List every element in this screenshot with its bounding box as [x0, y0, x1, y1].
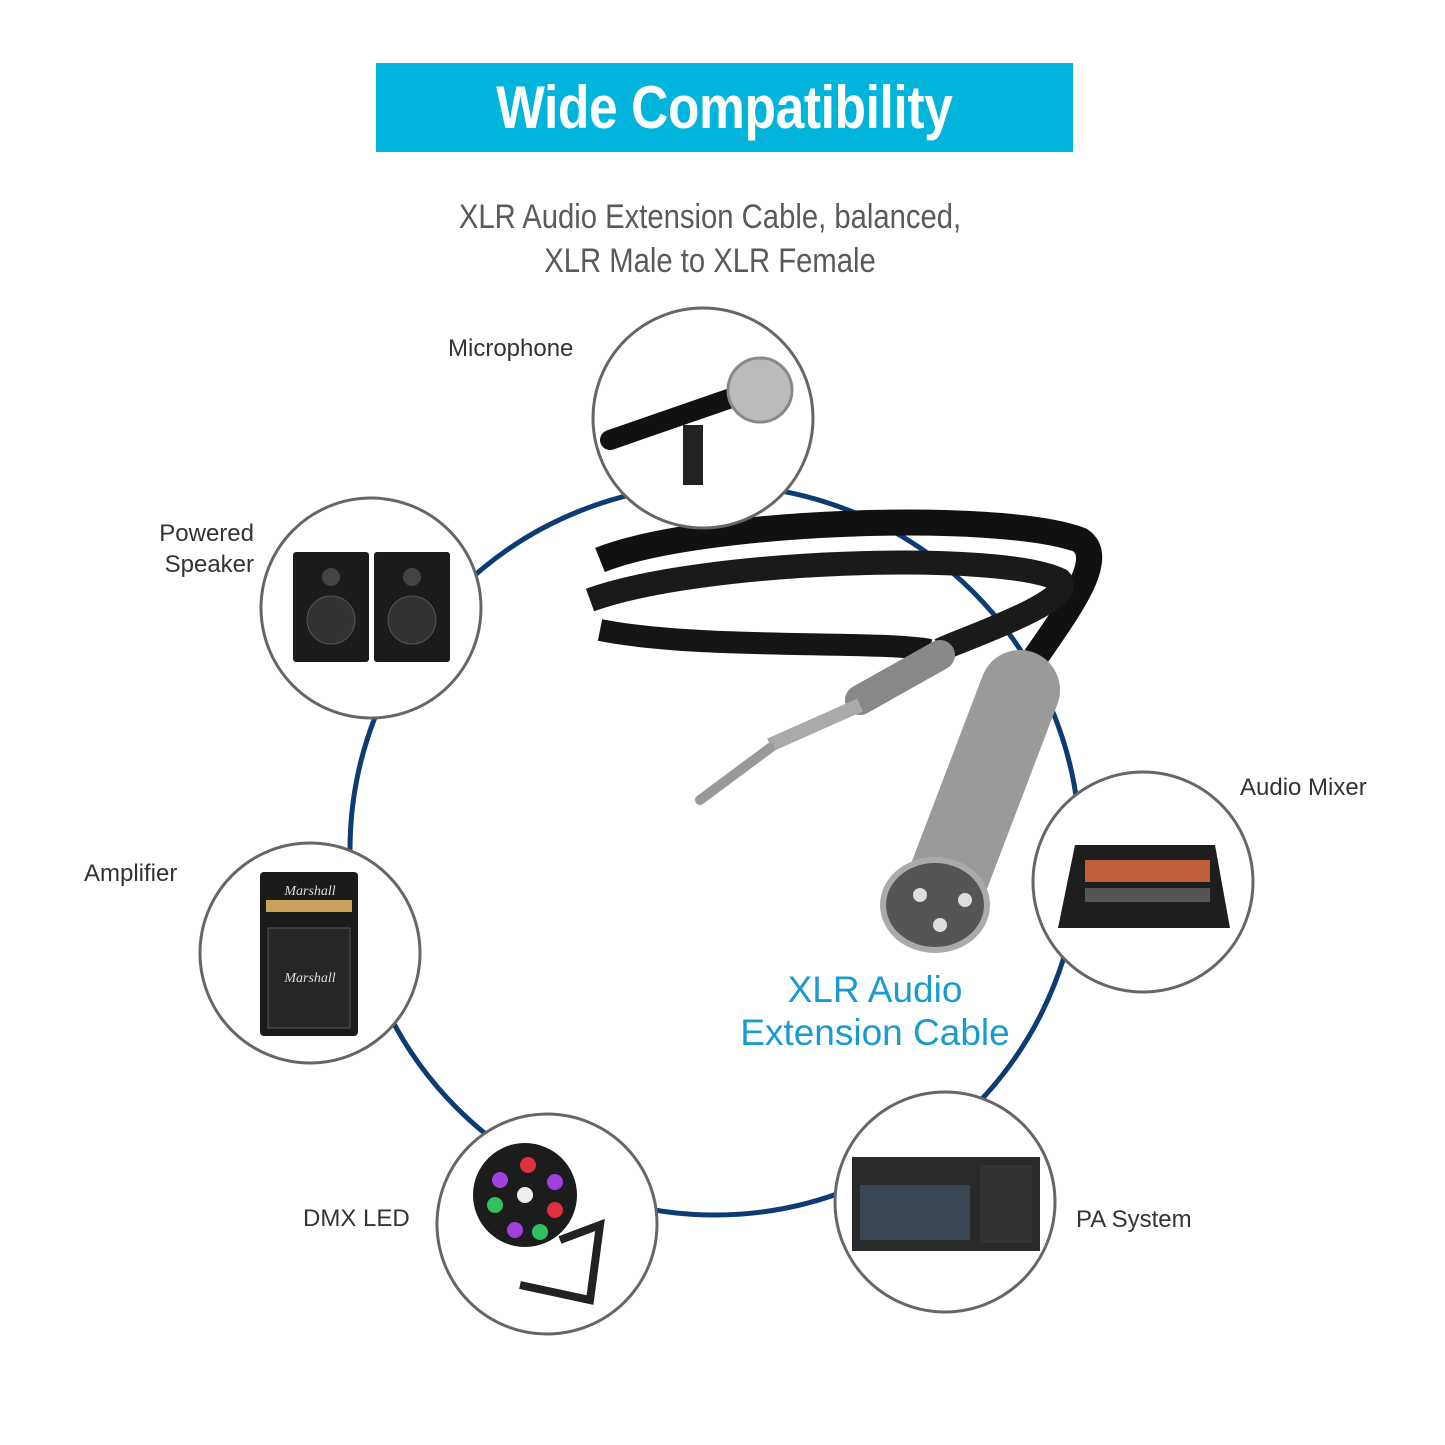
label-dmx-led: DMX LED [303, 1205, 410, 1232]
microphone-icon [600, 356, 794, 485]
label-microphone: Microphone [448, 335, 574, 362]
product-label-line-1: XLR Audio [787, 969, 963, 1010]
audio-mixer-icon [1058, 845, 1230, 928]
page-title: Wide Compatibility [496, 74, 953, 141]
label-powered-speaker-line-2: Speaker [164, 551, 254, 578]
svg-text:Marshall: Marshall [283, 884, 335, 899]
dmx-led-icon [473, 1143, 605, 1305]
svg-text:Marshall: Marshall [283, 971, 335, 986]
label-pa-system: PA System [1076, 1206, 1192, 1233]
speaker-icon [293, 552, 450, 662]
subtitle-line-1: XLR Audio Extension Cable, balanced, [458, 198, 962, 236]
xlr-cable-image [585, 509, 1103, 953]
subtitle: XLR Audio Extension Cable, balanced, XLR… [426, 195, 994, 283]
amplifier-icon: Marshall Marshall [260, 872, 358, 1036]
label-amplifier: Amplifier [84, 860, 178, 887]
subtitle-line-2: XLR Male to XLR Female [544, 242, 876, 280]
label-powered-speaker: Powered Speaker [150, 518, 254, 580]
product-label: XLR Audio Extension Cable [735, 968, 1015, 1054]
label-audio-mixer: Audio Mixer [1240, 774, 1367, 801]
title-banner: Wide Compatibility [376, 63, 1073, 152]
product-label-line-2: Extension Cable [740, 1012, 1010, 1053]
label-powered-speaker-line-1: Powered [159, 520, 254, 547]
pa-system-icon [852, 1157, 1040, 1251]
